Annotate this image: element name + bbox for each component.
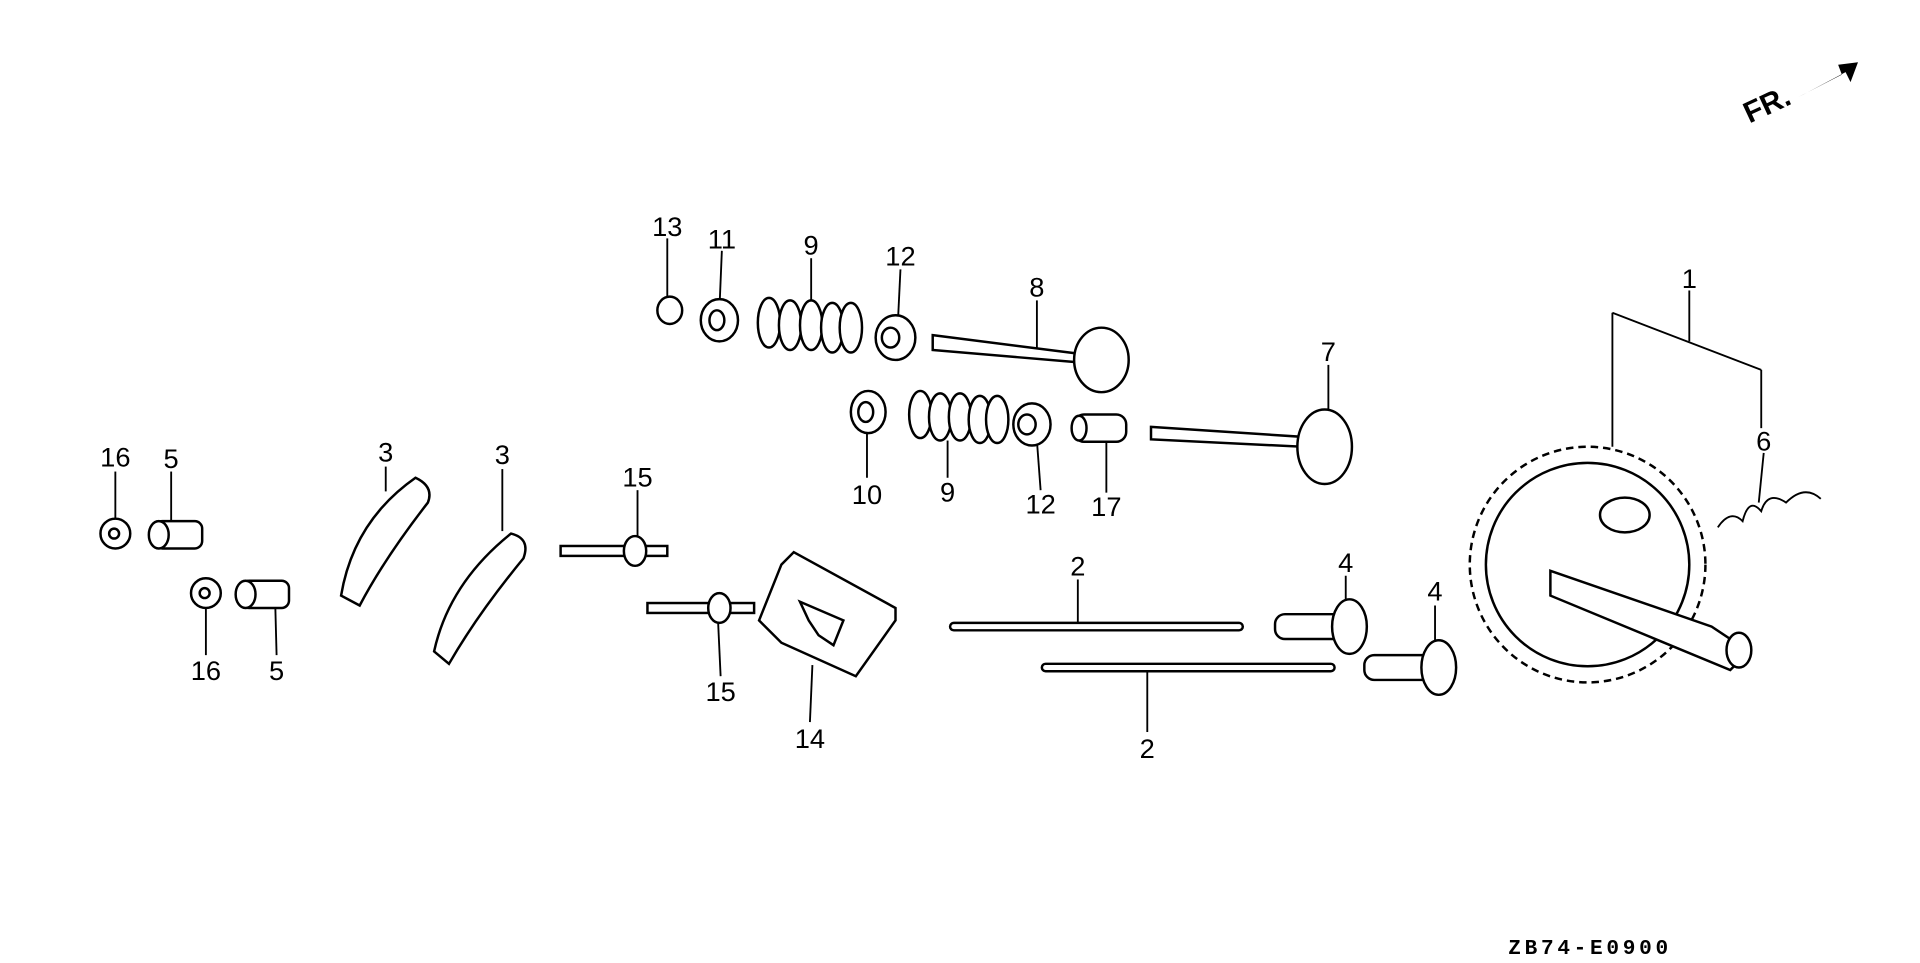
callout-10: 10 bbox=[852, 479, 882, 510]
callout-13: 13 bbox=[652, 211, 682, 242]
valve-seat-12-bottom bbox=[1012, 402, 1052, 447]
guide-plate-14 bbox=[757, 550, 897, 678]
callout-labels: 1 2 2 3 3 4 4 5 5 6 7 8 9 9 10 11 12 12 … bbox=[100, 211, 1771, 764]
pivot-bolt-15-top bbox=[559, 534, 669, 568]
callout-5: 5 bbox=[269, 655, 284, 686]
callout-2: 2 bbox=[1070, 551, 1085, 582]
tappet-4-top bbox=[1273, 598, 1369, 656]
valve-retainer-11 bbox=[699, 297, 740, 343]
callout-1: 1 bbox=[1682, 263, 1697, 294]
valve-guide-17 bbox=[1070, 413, 1128, 444]
callout-2: 2 bbox=[1140, 733, 1155, 764]
valve-seat-12-top bbox=[874, 314, 917, 362]
callout-8: 8 bbox=[1029, 272, 1044, 303]
front-label: FR. bbox=[1738, 80, 1795, 130]
rocker-arm-3-right bbox=[432, 532, 527, 666]
tappet-4-bottom bbox=[1363, 639, 1458, 697]
callout-4: 4 bbox=[1427, 576, 1442, 607]
front-arrow-icon: FR. bbox=[1738, 62, 1858, 130]
callout-7: 7 bbox=[1321, 336, 1336, 367]
callout-15: 15 bbox=[705, 676, 735, 707]
callout-4: 4 bbox=[1338, 547, 1353, 578]
exhaust-valve-8 bbox=[931, 326, 1130, 394]
callout-9: 9 bbox=[804, 230, 819, 261]
rocker-arm-3-left bbox=[339, 476, 431, 608]
valve-retainer-10 bbox=[849, 389, 887, 435]
leader-lines bbox=[114, 238, 1765, 733]
callout-6: 6 bbox=[1756, 425, 1771, 456]
adjuster-5-top bbox=[147, 519, 204, 550]
callout-16: 16 bbox=[100, 442, 130, 473]
callout-14: 14 bbox=[795, 723, 825, 754]
nut-16-bottom bbox=[189, 576, 223, 610]
adjuster-5-bottom bbox=[234, 579, 291, 610]
pivot-bolt-15-bottom bbox=[646, 591, 756, 625]
callout-12: 12 bbox=[1025, 489, 1055, 520]
intake-valve-7 bbox=[1149, 408, 1354, 486]
spring-6 bbox=[1717, 491, 1822, 528]
drawing-code: ZB74-E0900 bbox=[1508, 937, 1672, 958]
callout-3: 3 bbox=[378, 437, 393, 468]
valve-keeper-13 bbox=[656, 295, 684, 326]
callout-5: 5 bbox=[164, 443, 179, 474]
callout-3: 3 bbox=[495, 439, 510, 470]
callout-15: 15 bbox=[622, 461, 652, 492]
valve-spring-9-top bbox=[756, 296, 864, 354]
callout-16: 16 bbox=[191, 655, 221, 686]
nut-16-top bbox=[99, 517, 132, 550]
callout-9: 9 bbox=[940, 476, 955, 507]
push-rod-2-bottom bbox=[1040, 662, 1336, 673]
valve-spring-9-bottom bbox=[907, 389, 1010, 445]
callout-11: 11 bbox=[708, 223, 736, 254]
callout-17: 17 bbox=[1091, 491, 1121, 522]
callout-12: 12 bbox=[885, 241, 915, 272]
push-rod-2-top bbox=[948, 621, 1245, 632]
camshaft-1 bbox=[1468, 445, 1753, 684]
